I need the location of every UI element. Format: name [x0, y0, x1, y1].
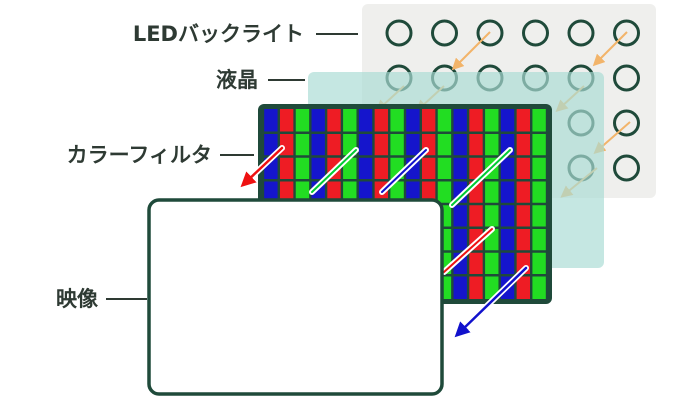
label-backlight-text: LEDバックライト	[133, 22, 304, 46]
filtered-rays	[240, 145, 529, 338]
led-circle	[613, 19, 640, 47]
led-circle	[613, 154, 640, 182]
backlight-ray	[451, 31, 491, 71]
label-lcd-text: 液晶	[216, 68, 258, 92]
led-circle	[567, 19, 595, 47]
led-circle	[431, 19, 458, 47]
label-lcd: 液晶	[216, 68, 305, 92]
label-filter: カラーフィルタ	[67, 143, 254, 167]
led-circle	[613, 64, 640, 92]
led-circle	[613, 109, 640, 137]
label-image: 映像	[56, 287, 147, 311]
led-circle	[522, 19, 549, 47]
backlight-ray	[592, 31, 628, 67]
led-circle	[385, 19, 413, 47]
label-backlight: LEDバックライト	[133, 22, 358, 46]
label-image-text: 映像	[56, 287, 99, 311]
led-circle	[476, 19, 504, 47]
label-filter-text: カラーフィルタ	[67, 143, 212, 167]
image-panel	[147, 198, 444, 396]
